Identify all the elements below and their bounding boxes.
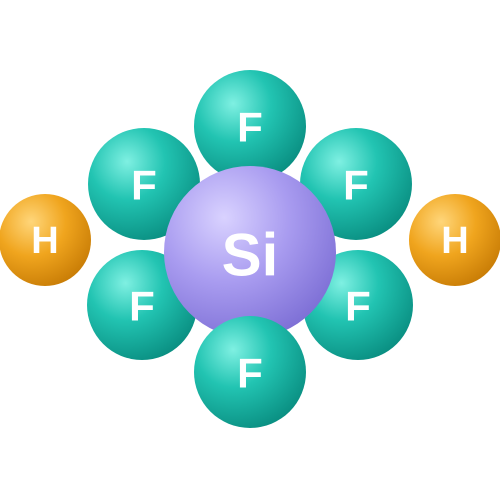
- fluorine-atom-bottom: F: [194, 316, 306, 428]
- fluorine-label-upper-left: F: [131, 162, 157, 209]
- fluorine-label-upper-right: F: [343, 162, 369, 209]
- silicon-label: Si: [222, 222, 279, 289]
- hydrogen-label-right: H: [441, 220, 468, 262]
- hydrogen-label-left: H: [31, 220, 58, 262]
- fluorine-label-lower-left: F: [129, 283, 155, 330]
- fluorine-label-lower-right: F: [345, 283, 371, 330]
- fluorine-atom-upper-right: F: [300, 128, 412, 240]
- hydrogen-atom-left: H: [0, 194, 91, 286]
- fluorine-atom-upper-left: F: [88, 128, 200, 240]
- silicon-atom-center: Si: [164, 166, 336, 338]
- fluorine-label-top: F: [237, 104, 263, 151]
- hydrogen-atom-right: H: [409, 194, 500, 286]
- fluorine-atom-top: F: [194, 70, 306, 182]
- fluorine-label-bottom: F: [237, 350, 263, 397]
